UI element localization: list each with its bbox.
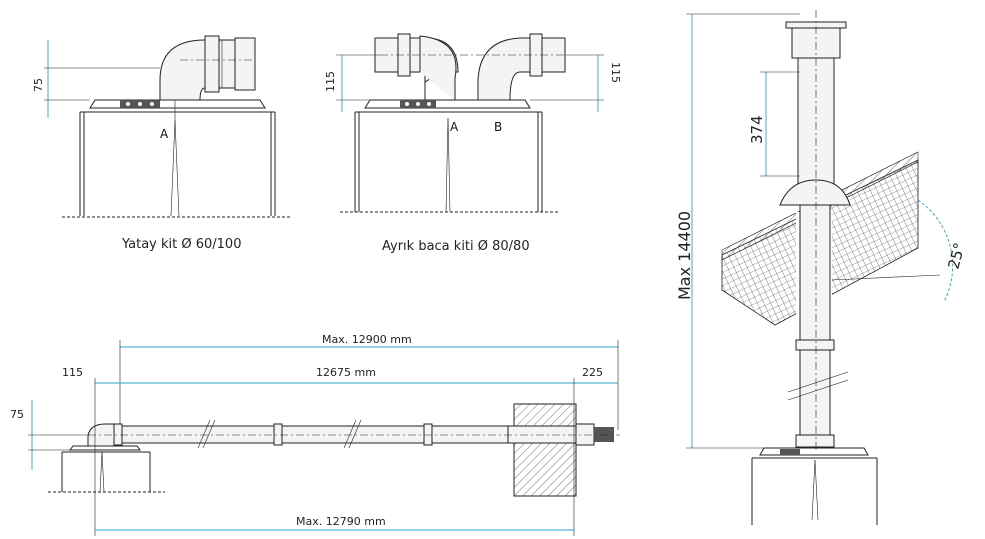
label-a-split: A [450, 120, 459, 134]
caption-split-kit: Ayrık baca kiti Ø 80/80 [382, 239, 530, 254]
dim-115-left: 115 [324, 71, 337, 92]
dim-12675: 12675 mm [316, 366, 376, 379]
dim-115-right: 115 [609, 62, 622, 83]
split-kit-panel: A B 115 115 Ayrık baca kiti Ø 80/80 [324, 33, 622, 254]
dim-75-bottom: 75 [10, 408, 24, 421]
dim-max-12790: Max. 12790 mm [296, 515, 386, 528]
dim-115-bottom: 115 [62, 366, 83, 379]
caption-horizontal-kit: Yatay kit Ø 60/100 [121, 237, 241, 252]
horizontal-extension-panel: Max. 12900 mm 115 12675 mm 225 75 Max. 1… [10, 333, 620, 536]
dim-max-12900: Max. 12900 mm [322, 333, 412, 346]
dim-225: 225 [582, 366, 603, 379]
label-a-left: A [160, 127, 169, 141]
dim-max-14400: Max 14400 [675, 211, 694, 300]
horizontal-kit-panel: A 75 Yatay kit Ø 60/100 [32, 35, 292, 252]
dim-75-top: 75 [32, 78, 45, 92]
label-b-split: B [494, 120, 502, 134]
vertical-kit-panel: Max 14400 374 25° [675, 10, 969, 525]
dim-angle-25: 25° [944, 241, 968, 271]
dim-374: 374 [748, 115, 766, 144]
